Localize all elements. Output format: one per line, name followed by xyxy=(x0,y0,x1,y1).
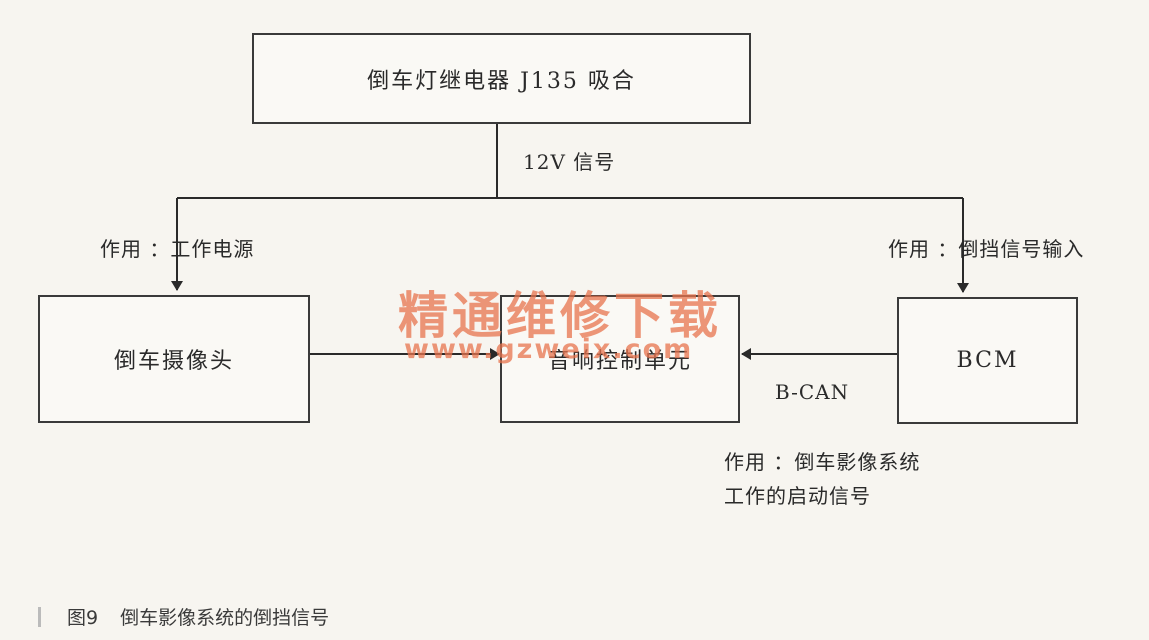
caption-text: 倒车影像系统的倒挡信号 xyxy=(120,607,330,629)
relay-box: 倒车灯继电器 J135 吸合 xyxy=(252,33,751,124)
left-use-label: 作用 ：工作电源 xyxy=(100,237,255,261)
audio-control-box: 音响控制单元 xyxy=(500,295,740,423)
bcm-box: BCM xyxy=(897,297,1078,424)
bcm-label: BCM xyxy=(956,348,1019,373)
caption-number: 图9 xyxy=(67,607,99,629)
camera-box: 倒车摄像头 xyxy=(38,295,310,423)
right-use-label: 作用 ：倒挡信号输入 xyxy=(888,237,1085,261)
audio-control-label: 音响控制单元 xyxy=(547,349,692,374)
signal-label: 12V 信号 xyxy=(523,150,616,174)
bcm-note: 作用 ：倒车影像系统工作的启动信号 xyxy=(724,450,921,508)
watermark-title: 精通维修下载 xyxy=(398,287,722,345)
caption-bar xyxy=(38,606,41,627)
watermark-url: www.gzweix.com xyxy=(404,334,694,365)
figure-caption: 图9 倒车影像系统的倒挡信号 xyxy=(38,603,329,630)
relay-label: 倒车灯继电器 J135 吸合 xyxy=(367,68,636,94)
camera-label: 倒车摄像头 xyxy=(113,349,234,374)
bcan-label: B-CAN xyxy=(775,380,850,404)
